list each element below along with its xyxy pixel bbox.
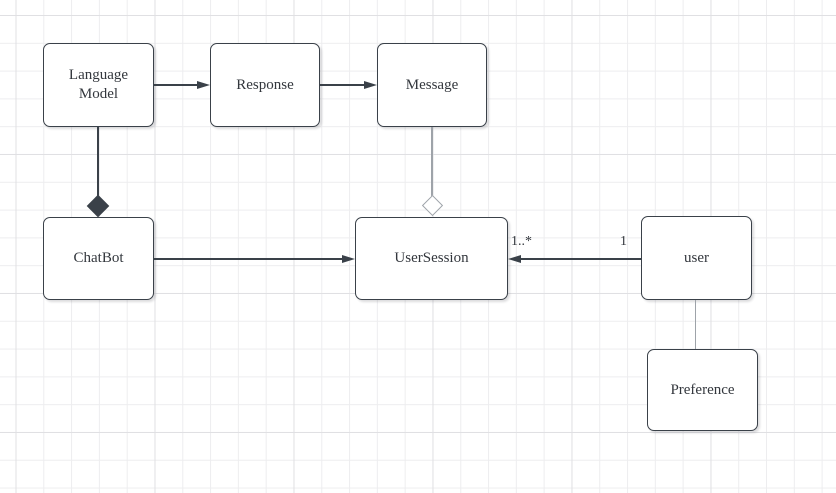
edge-line[interactable]	[320, 84, 365, 86]
edge-line[interactable]	[154, 258, 343, 260]
edge-line[interactable]	[694, 300, 697, 349]
node-language-model[interactable]: Language Model	[43, 43, 154, 127]
composition-diamond-icon	[86, 194, 110, 217]
node-user-label: user	[684, 249, 709, 266]
edge-line[interactable]	[520, 258, 641, 260]
node-preference[interactable]: Preference	[647, 349, 758, 431]
multiplicity-label-source: 1	[620, 234, 627, 249]
node-usersession-label: UserSession	[394, 250, 469, 267]
node-usersession[interactable]: UserSession	[355, 217, 508, 300]
arrowhead-right-icon	[364, 80, 377, 89]
edge-line[interactable]	[97, 127, 99, 196]
edge-line[interactable]	[431, 127, 433, 196]
edge-line[interactable]	[154, 84, 199, 86]
node-language-model-label: Language Model	[68, 67, 129, 102]
multiplicity-label-target: 1..*	[511, 234, 532, 249]
node-message[interactable]: Message	[377, 43, 487, 127]
node-chatbot-label: ChatBot	[73, 250, 124, 267]
arrowhead-right-icon	[342, 254, 355, 263]
node-chatbot[interactable]: ChatBot	[43, 217, 154, 300]
arrowhead-right-icon	[197, 80, 210, 89]
node-message-label: Message	[405, 76, 459, 93]
node-preference-label: Preference	[670, 381, 735, 398]
aggregation-diamond-icon	[421, 194, 443, 217]
node-response[interactable]: Response	[210, 43, 320, 127]
arrowhead-left-icon	[508, 254, 521, 263]
node-user[interactable]: user	[641, 216, 752, 300]
node-response-label: Response	[236, 76, 294, 93]
